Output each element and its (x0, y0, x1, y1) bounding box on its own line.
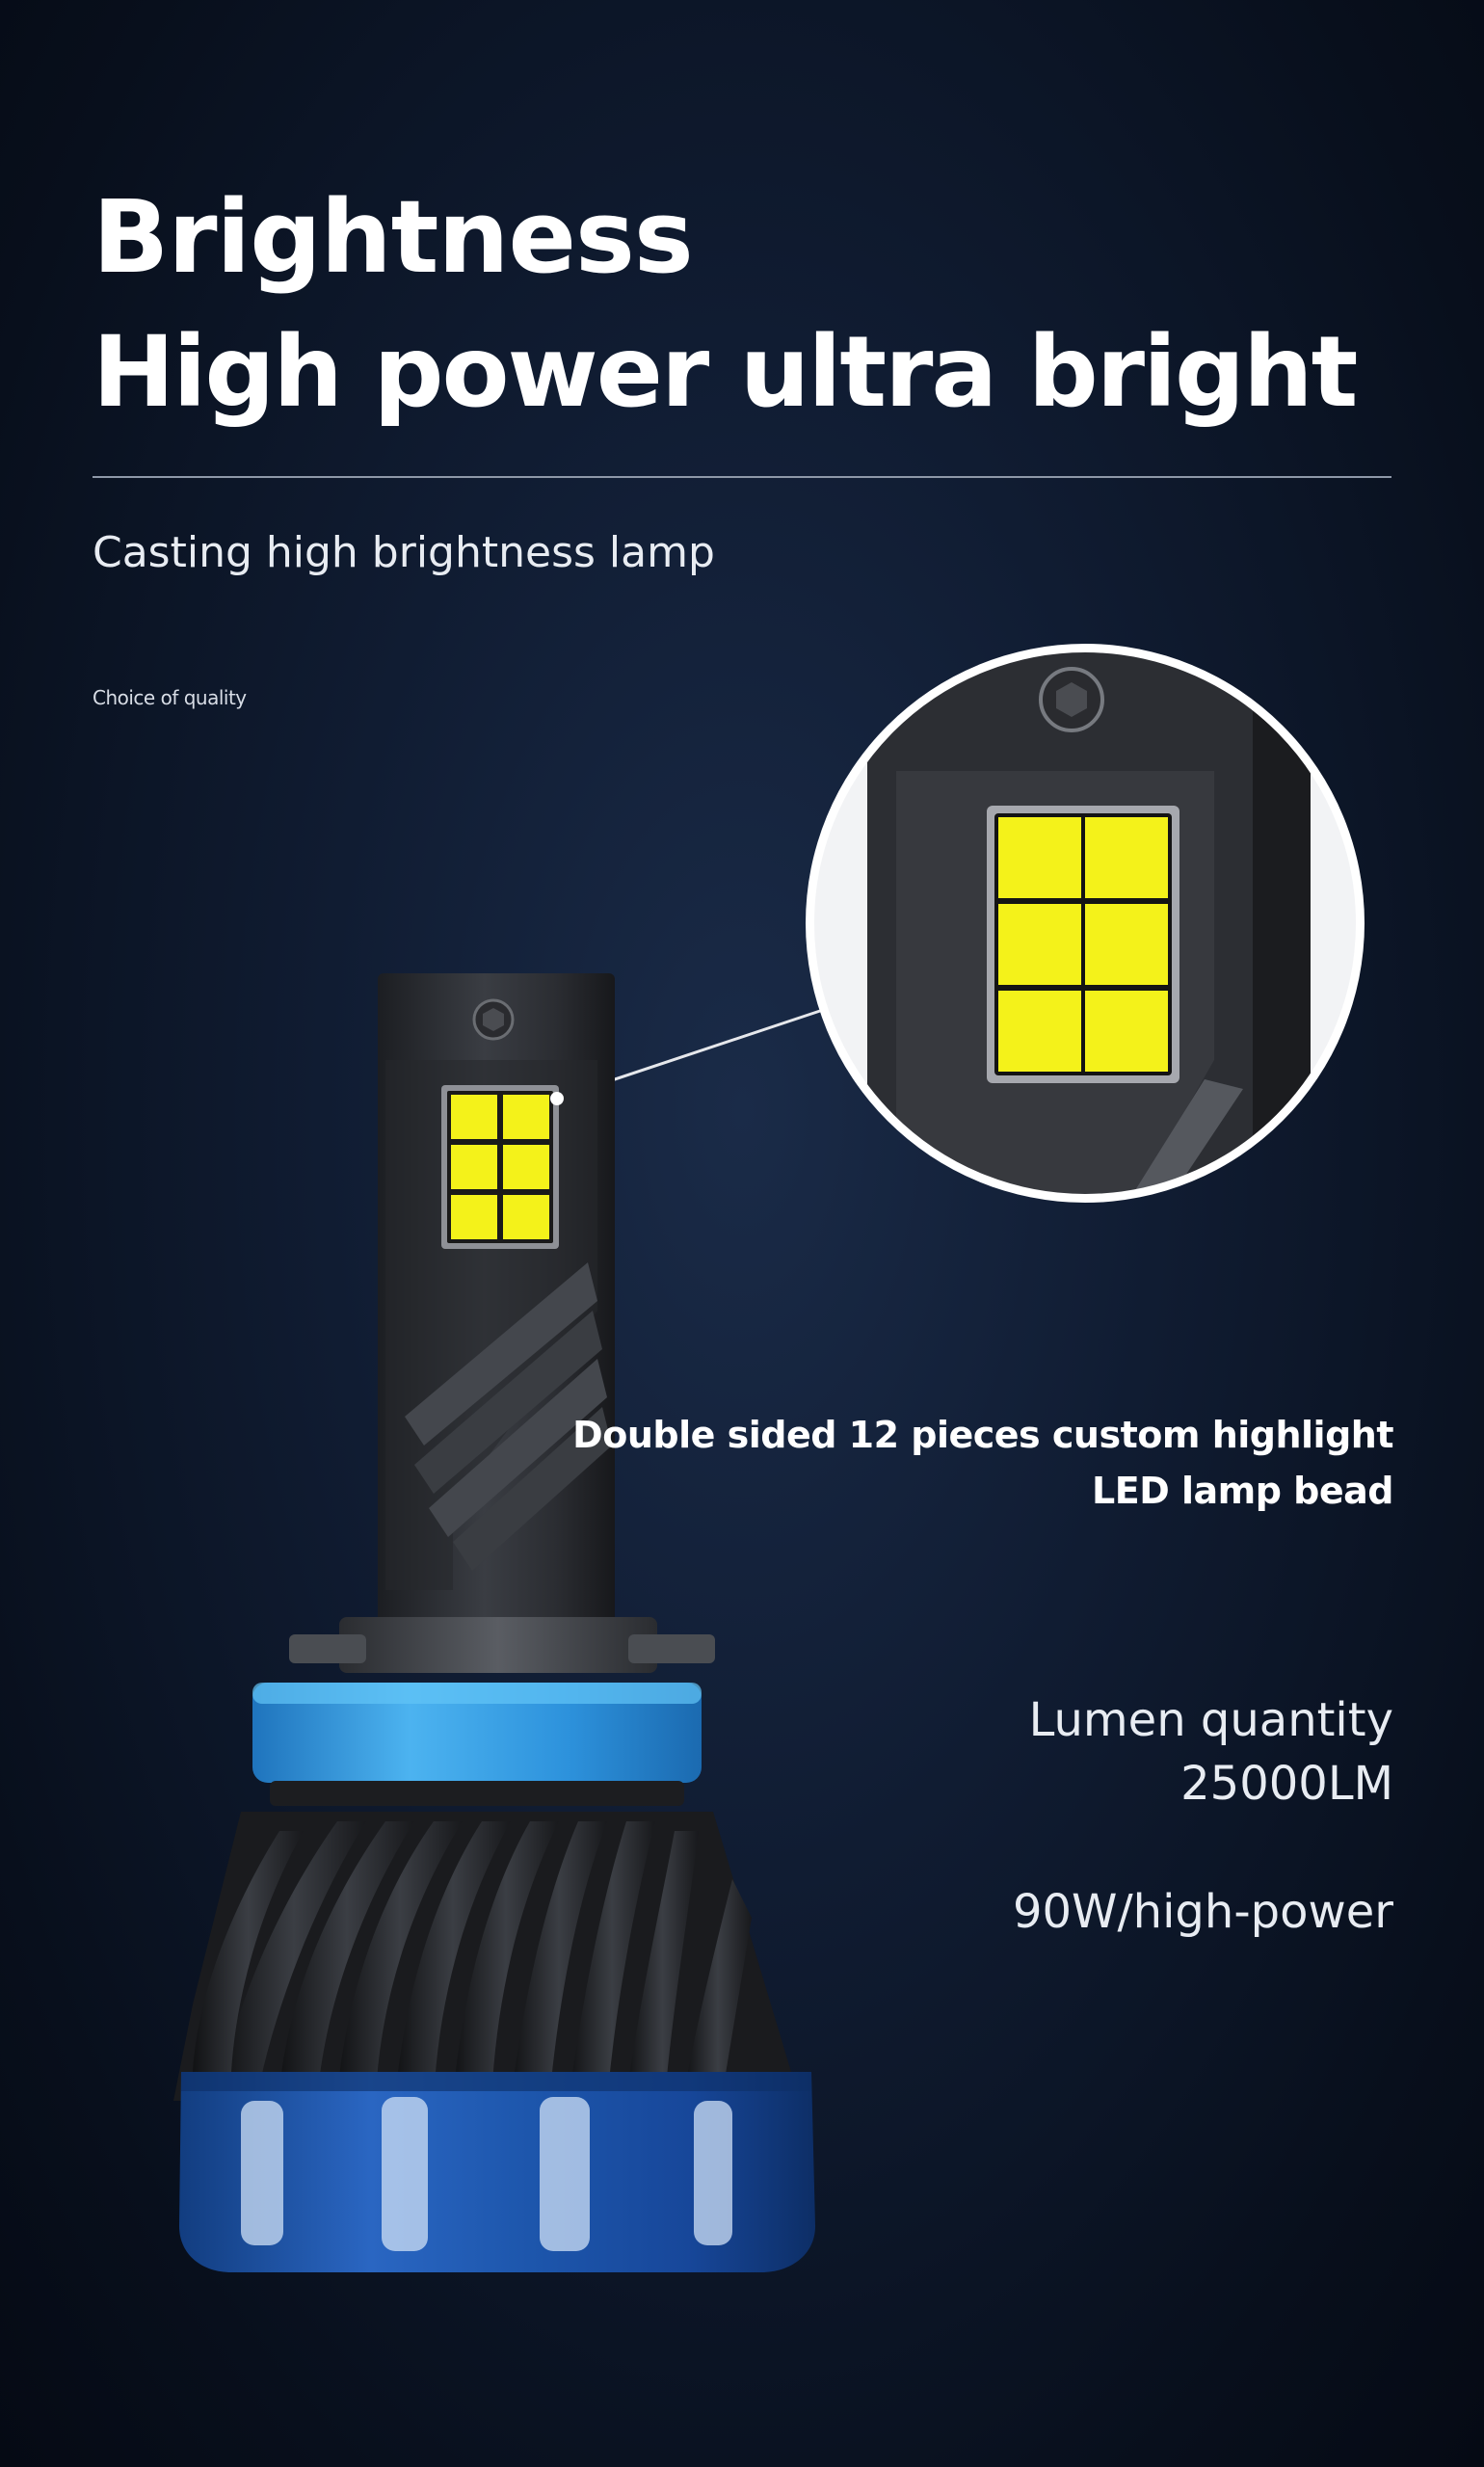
lumen-value: 25000LM (1180, 1757, 1393, 1811)
led-bead-line1: Double sided 12 pieces custom highlight (572, 1414, 1393, 1456)
subtitle: Casting high brightness lamp (93, 528, 715, 577)
headline-high-power: High power ultra bright (93, 315, 1358, 430)
divider-line (93, 476, 1391, 478)
led-bead-line2: LED lamp bead (1092, 1470, 1393, 1512)
headline-brightness: Brightness (93, 178, 694, 296)
led-bead-feature: Double sided 12 pieces custom highlight … (572, 1407, 1393, 1519)
lumen-label: Lumen quantity (1028, 1693, 1393, 1747)
lumen-feature: Lumen quantity 25000LM (1029, 1688, 1393, 1816)
power-feature: 90W/high-power (1012, 1885, 1393, 1939)
tagline: Choice of quality (93, 686, 247, 709)
